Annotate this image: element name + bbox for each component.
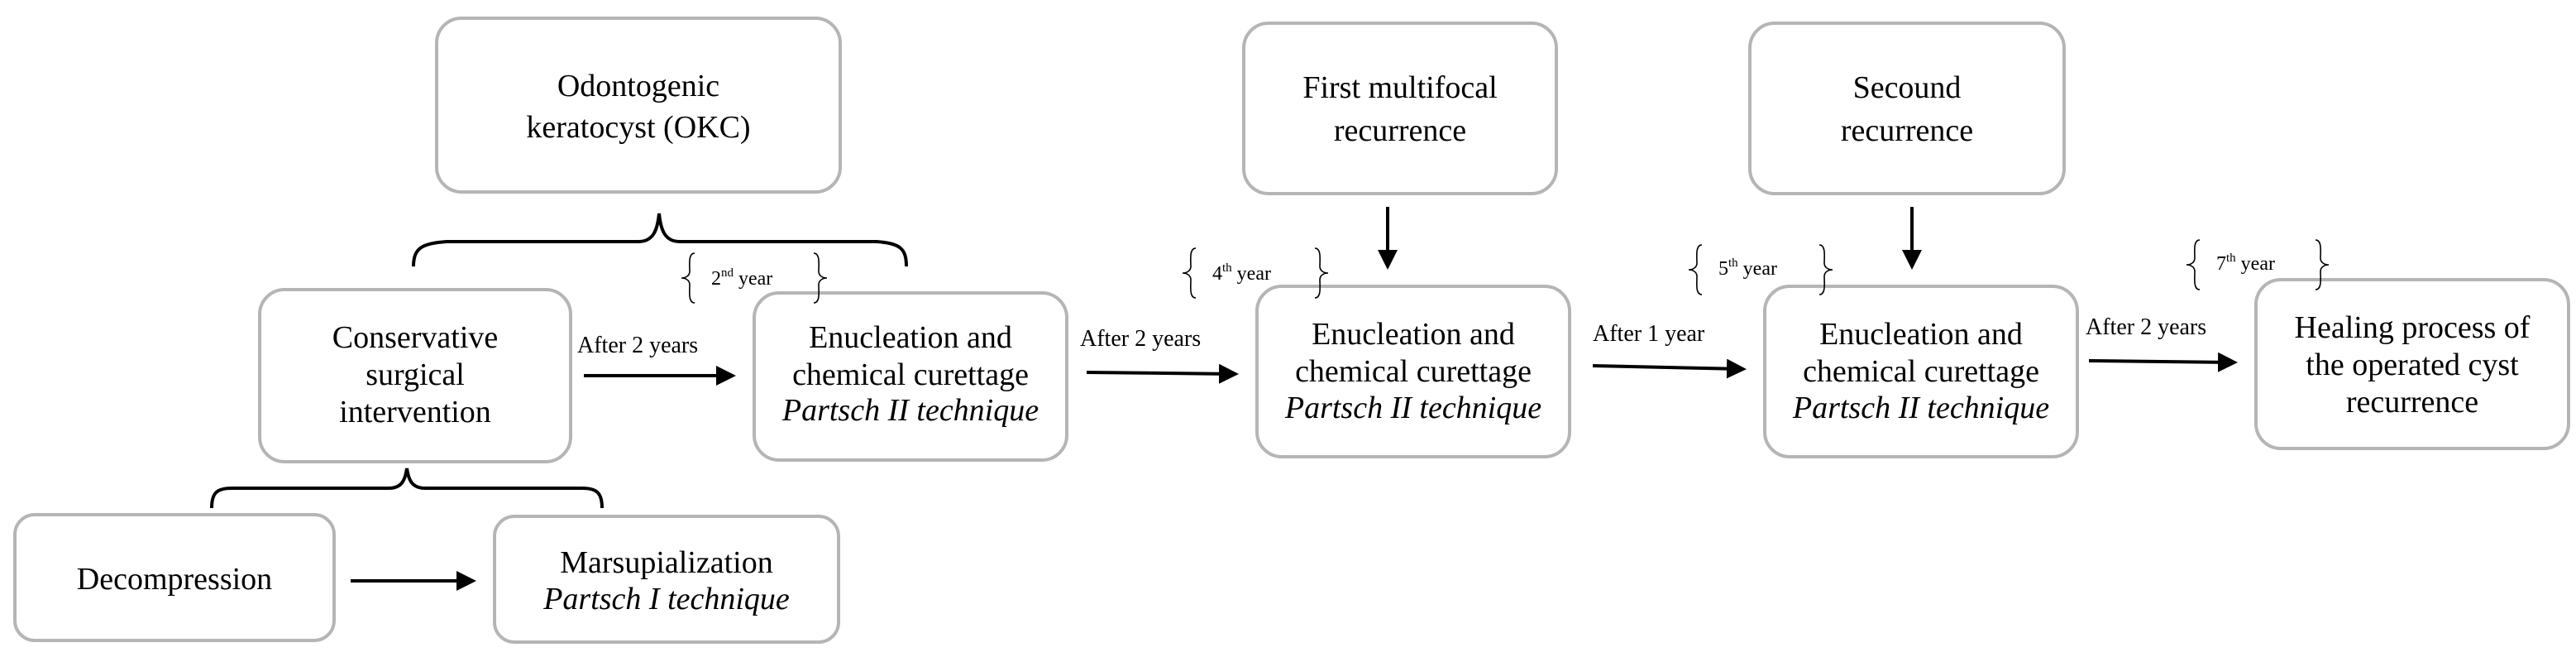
node-second-recurrence-line-2: recurrence [1841, 113, 1973, 148]
node-first-recurrence: First multifocal recurrence [1242, 22, 1558, 195]
node-enucleation-3-line-2: chemical curettage [1803, 354, 2039, 389]
node-okc: Odontogenic keratocyst (OKC) [435, 17, 842, 194]
node-healing-line-2: the operated cyst [2306, 348, 2519, 382]
node-healing: Healing process of the operated cyst rec… [2254, 278, 2570, 450]
node-enucleation-1: Enucleation and chemical curettage Parts… [753, 291, 1068, 462]
node-decompression: Decompression [13, 513, 336, 642]
node-enucleation-3-line-1: Enucleation and [1819, 317, 2023, 352]
node-marsupialization-line-1: Marsupialization [560, 545, 772, 580]
edge-label-conservative-to-enucleation-1: After 2 years [577, 333, 698, 358]
node-enucleation-1-technique: Partsch II technique [781, 393, 1039, 428]
node-conservative: Conservative surgical intervention [258, 288, 572, 463]
node-enucleation-2: Enucleation and chemical curettage Parts… [1255, 285, 1571, 458]
arrow-enucleation-1-to-enucleation-2 [1086, 363, 1239, 384]
brace-conservative-children [210, 468, 604, 509]
year-label-7th: 7th year [2216, 252, 2275, 275]
edge-label-enucleation-1-to-enucleation-2: After 2 years [1080, 326, 1201, 352]
arrow-enucleation-3-to-healing [2088, 352, 2238, 372]
node-okc-line-2: keratocyst (OKC) [526, 110, 750, 145]
year-marker-7th: 7th year [2186, 239, 2330, 290]
year-label-5th: 5th year [1718, 257, 1777, 280]
edge-label-enucleation-2-to-enucleation-3: After 1 year [1593, 321, 1705, 347]
node-enucleation-2-line-2: chemical curettage [1295, 354, 1532, 389]
year-marker-5th: 5th year [1688, 244, 1833, 295]
year-label-2nd: 2nd year [711, 266, 772, 290]
node-enucleation-1-line-2: chemical curettage [792, 357, 1029, 392]
node-decompression-line-1: Decompression [77, 562, 272, 597]
node-enucleation-2-technique: Partsch II technique [1284, 391, 1541, 425]
node-conservative-line-1: Conservative [332, 320, 499, 355]
node-first-recurrence-line-2: recurrence [1334, 113, 1466, 148]
node-marsupialization: Marsupialization Partsch I technique [493, 515, 840, 644]
year-marker-2nd: 2nd year [681, 252, 828, 304]
node-healing-line-1: Healing process of [2295, 310, 2531, 345]
node-first-recurrence-line-1: First multifocal [1302, 70, 1497, 105]
node-second-recurrence-line-1: Secound [1853, 70, 1962, 105]
brace-okc-children [412, 213, 908, 267]
node-conservative-line-2: surgical [366, 357, 465, 392]
year-label-4th: 4th year [1212, 261, 1271, 285]
node-enucleation-3: Enucleation and chemical curettage Parts… [1763, 285, 2079, 458]
node-okc-line-1: Odontogenic [557, 69, 719, 103]
edge-label-enucleation-3-to-healing: After 2 years [2086, 314, 2206, 340]
node-marsupialization-technique: Partsch I technique [542, 582, 790, 616]
node-conservative-line-3: intervention [339, 395, 491, 429]
node-second-recurrence: Secound recurrence [1748, 22, 2066, 195]
node-healing-line-3: recurrence [2346, 385, 2478, 420]
node-enucleation-2-line-1: Enucleation and [1312, 317, 1515, 352]
year-marker-4th: 4th year [1182, 247, 1329, 299]
node-enucleation-3-technique: Partsch II technique [1792, 391, 2049, 425]
node-enucleation-1-line-1: Enucleation and [809, 320, 1012, 355]
arrow-enucleation-2-to-enucleation-3 [1592, 358, 1747, 379]
